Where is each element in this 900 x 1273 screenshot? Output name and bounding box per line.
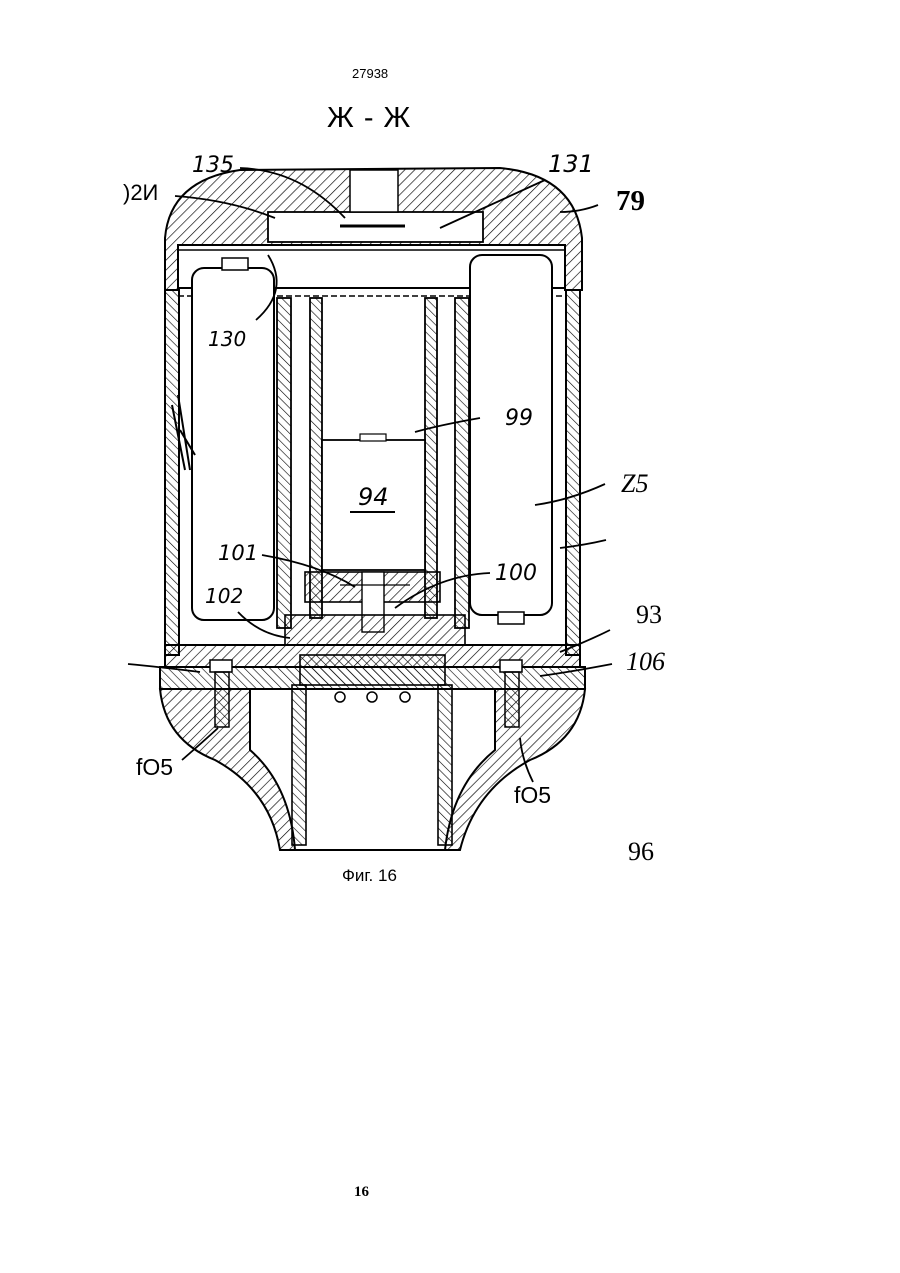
label-100: 100 (495, 561, 537, 586)
label-130: 130 (208, 327, 246, 351)
section-title: Ж - Ж (327, 102, 411, 135)
figure-caption: Фиг. 16 (342, 866, 397, 886)
label-93: 93 (636, 600, 662, 629)
document-number: 27938 (352, 66, 388, 81)
label-96: 96 (628, 837, 654, 866)
label-f05-right: fO5 (514, 782, 551, 808)
label-99: 99 (505, 406, 533, 431)
page-number: 16 (354, 1184, 369, 1201)
label-135: 135 (192, 153, 234, 178)
label-101: 101 (218, 541, 258, 565)
label-102: 102 (205, 584, 243, 608)
label-131: 131 (548, 150, 594, 178)
central-tube (277, 298, 469, 645)
label-2i: )2И (123, 180, 158, 205)
label-79: 79 (616, 185, 645, 217)
label-f05-left: fO5 (136, 754, 173, 780)
patent-figure-drawing: 135 131 )2И 79 130 99 94 Z5 101 100 102 … (110, 140, 710, 870)
label-z5: Z5 (621, 469, 648, 498)
label-94: 94 (358, 483, 389, 511)
label-106: 106 (626, 647, 665, 676)
